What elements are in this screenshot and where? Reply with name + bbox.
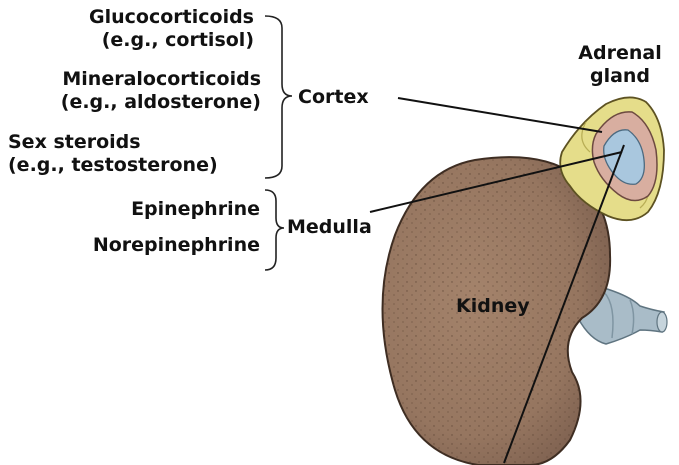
hormone-example: (e.g., testosterone)	[8, 154, 218, 177]
adrenal-gland-label: Adrenal gland	[566, 42, 674, 88]
cortex-leader-line	[398, 98, 602, 132]
medulla-bracket	[265, 190, 284, 270]
hormone-name: Glucocorticoids	[89, 6, 254, 29]
hormone-sex-steroids: Sex steroids (e.g., testosterone)	[8, 131, 218, 177]
adrenal-gland-label-line1: Adrenal	[566, 42, 674, 65]
hormone-example: (e.g., cortisol)	[89, 29, 254, 52]
hormone-name: Mineralocorticoids	[61, 68, 261, 91]
hormone-example: (e.g., aldosterone)	[61, 91, 261, 114]
medulla-label: Medulla	[287, 216, 372, 239]
kidney-label: Kidney	[456, 295, 530, 318]
hormone-name: Sex steroids	[8, 131, 218, 154]
cortex-bracket	[265, 16, 292, 178]
adrenal-gland-label-line2: gland	[566, 65, 674, 88]
hormone-mineralocorticoids: Mineralocorticoids (e.g., aldosterone)	[61, 68, 261, 114]
hormone-epinephrine: Epinephrine	[131, 198, 260, 221]
hormone-glucocorticoids: Glucocorticoids (e.g., cortisol)	[89, 6, 254, 52]
cortex-label: Cortex	[298, 86, 369, 109]
hormone-norepinephrine: Norepinephrine	[93, 234, 260, 257]
